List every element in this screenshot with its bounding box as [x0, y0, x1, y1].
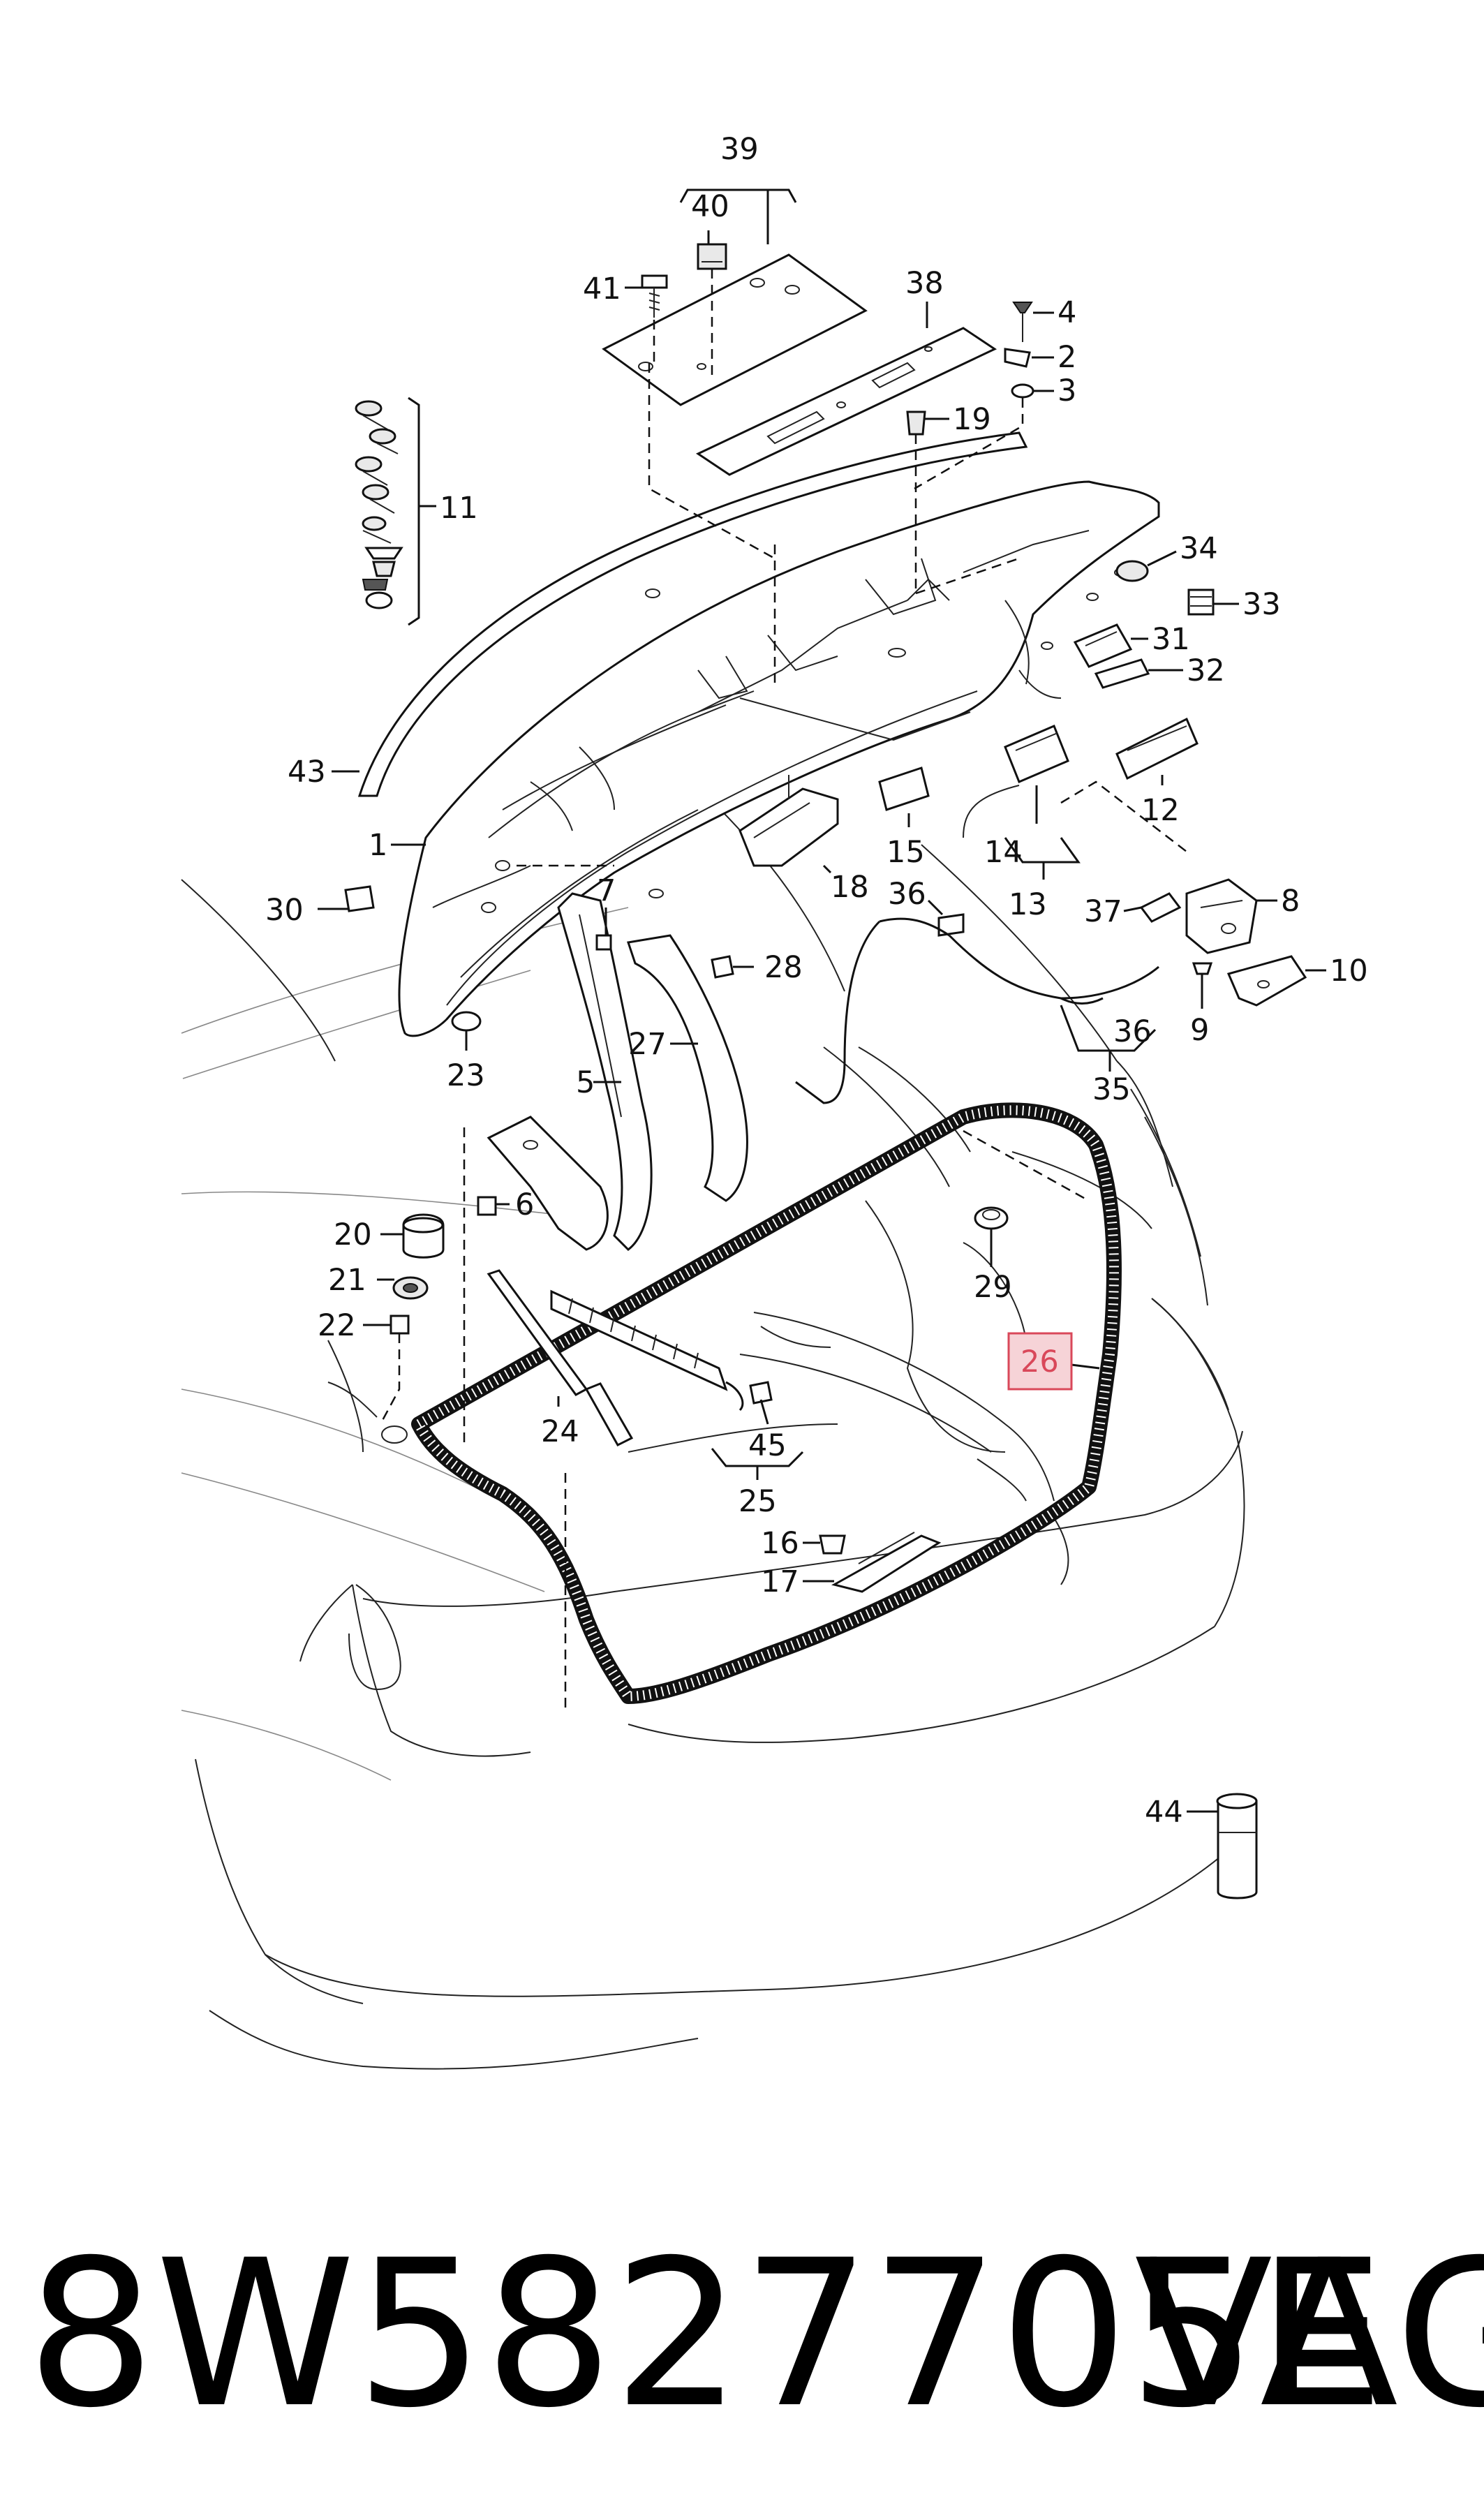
bolt-7: [595, 934, 612, 951]
lock-8: [1185, 878, 1258, 954]
fastener-set-11: [355, 400, 403, 609]
buffer-30: [344, 885, 375, 912]
callout-9: 9: [1190, 1013, 1209, 1048]
callout-15: 15: [886, 835, 925, 870]
callout-26: 26: [1021, 1345, 1059, 1379]
striker-plate-17: [831, 1532, 942, 1593]
callout-32: 32: [1187, 653, 1225, 688]
callout-28: 28: [764, 950, 803, 985]
callout-35: 35: [1092, 1072, 1131, 1107]
callout-22: 22: [318, 1308, 356, 1343]
nut-19: [906, 410, 926, 436]
callout-2: 2: [1058, 340, 1076, 375]
callout-37: 37: [1084, 894, 1122, 929]
nut-16: [819, 1534, 846, 1555]
callout-45: 45: [748, 1428, 787, 1463]
lamp-15: [878, 766, 930, 811]
callout-29: 29: [974, 1270, 1012, 1305]
hinge-5: [557, 892, 653, 1251]
callout-39: 39: [720, 132, 759, 167]
clip-40: [697, 243, 727, 270]
callout-25: 25: [739, 1484, 777, 1519]
washer-3: [1011, 383, 1034, 399]
spring-25: [550, 1289, 744, 1412]
callout-34: 34: [1180, 531, 1218, 566]
callout-20: 20: [334, 1217, 372, 1252]
callout-36-a: 36: [888, 877, 926, 912]
seal-strip-43: [357, 431, 1028, 797]
grommet-21: [392, 1276, 429, 1300]
callout-4: 4: [1058, 295, 1076, 330]
cover-plate-38: [695, 327, 997, 476]
trunk-seal-26: [411, 1102, 1122, 1704]
screw-4: [1012, 302, 1033, 342]
buffer-23: [451, 1011, 482, 1032]
switch-14: [963, 725, 1069, 838]
lamp-holder-31: [1073, 623, 1133, 668]
trim-18: [739, 775, 839, 867]
callout-38: 38: [905, 266, 944, 301]
callout-21: 21: [328, 1263, 366, 1298]
callout-33: 33: [1242, 587, 1281, 622]
clip-37: [1139, 892, 1182, 923]
callout-12: 12: [1141, 793, 1180, 828]
callout-11: 11: [440, 491, 478, 526]
clip-45: [749, 1381, 773, 1405]
touch-up-can-44: [1216, 1793, 1258, 1899]
callout-27: 27: [628, 1027, 667, 1062]
callout-24: 24: [541, 1414, 579, 1449]
screw-9: [1192, 962, 1213, 975]
cap-20: [402, 1213, 445, 1259]
cable-35: [795, 917, 1159, 1104]
callout-13: 13: [1009, 887, 1047, 922]
callout-40: 40: [691, 189, 729, 224]
callout-18: 18: [831, 870, 869, 905]
cover-plate-39: [602, 253, 868, 406]
callout-10: 10: [1330, 954, 1368, 988]
callout-23: 23: [447, 1058, 485, 1093]
buffer-29: [974, 1206, 1009, 1230]
bumper-34: [1115, 560, 1149, 582]
callout-41: 41: [583, 272, 621, 306]
callout-6: 6: [515, 1187, 534, 1222]
callout-leaders: [318, 188, 1326, 1813]
car-body-outline: [181, 774, 1245, 2070]
callout-3: 3: [1058, 373, 1076, 408]
lens-32: [1094, 658, 1150, 689]
striker-10: [1226, 955, 1307, 1007]
bracket-27: [627, 934, 748, 1202]
callout-19: 19: [953, 402, 991, 437]
callout-44: 44: [1145, 1795, 1183, 1830]
callout-labels: 39 40 41 38 4 2 3 19 11 34 33 31 32 43 1…: [265, 132, 1368, 1830]
callout-7: 7: [597, 873, 616, 908]
bulb-33: [1187, 588, 1215, 616]
bolt-22: [389, 1314, 410, 1335]
handle-cover-12: [1115, 717, 1199, 780]
highlight-box-26: [1007, 1332, 1073, 1391]
callout-1: 1: [369, 828, 387, 863]
screw-41: [641, 274, 668, 318]
callout-43: 43: [288, 755, 326, 790]
callout-14: 14: [984, 835, 1023, 870]
brand-label: VAG: [1134, 2217, 1484, 2452]
callout-36-b: 36: [1113, 1014, 1152, 1049]
callout-17: 17: [761, 1564, 799, 1599]
clip-2: [1004, 348, 1031, 368]
part-number-label: 8W5827705E: [27, 2217, 1386, 2452]
grommet-28: [711, 955, 734, 979]
callout-30: 30: [265, 893, 304, 928]
callout-8: 8: [1281, 884, 1300, 919]
gas-strut-24: [487, 1269, 634, 1446]
callout-5: 5: [576, 1065, 595, 1100]
callout-31: 31: [1152, 622, 1190, 657]
bolt-6: [477, 1196, 497, 1216]
callout-16: 16: [761, 1526, 799, 1561]
hinge-mount: [487, 1116, 609, 1251]
trunk-lid-1: [398, 480, 1160, 1037]
